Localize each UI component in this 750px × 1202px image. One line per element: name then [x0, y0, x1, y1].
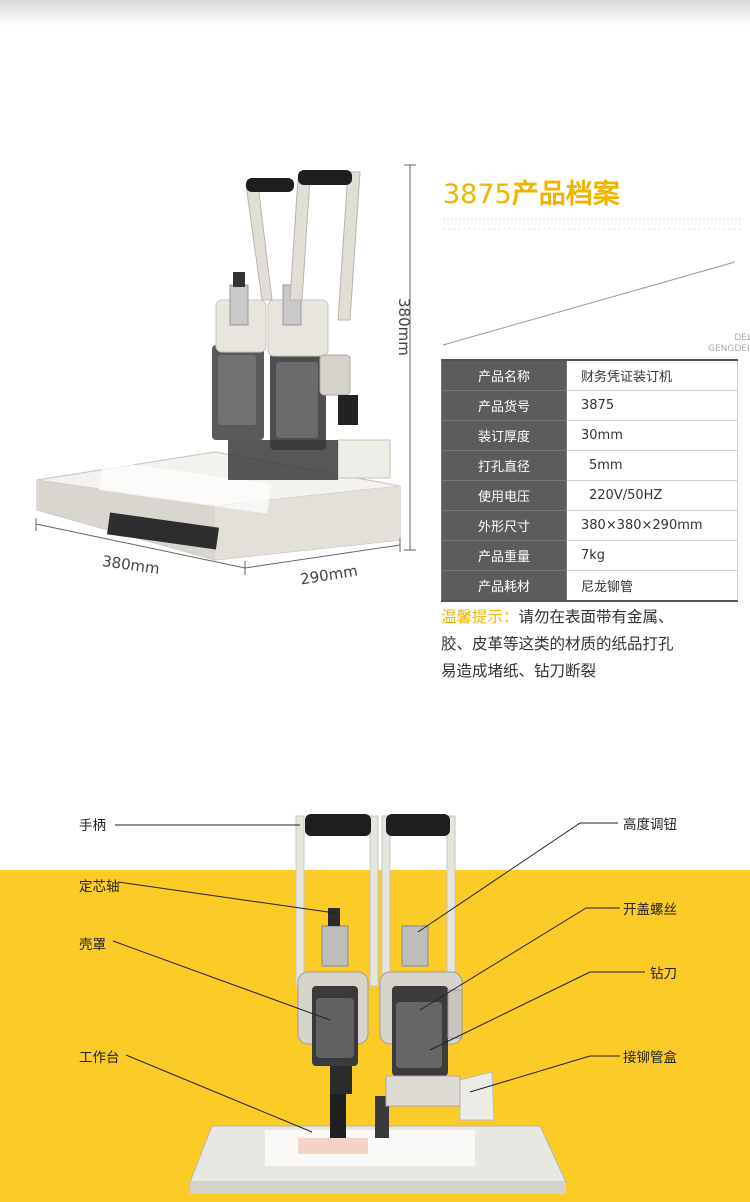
title-text: 产品档案	[511, 179, 620, 210]
spec-key: 外形尺寸	[441, 510, 567, 541]
spec-row: 产品耗材 尼龙铆管	[441, 570, 738, 602]
spec-row: 使用电压 220V/50HZ	[441, 480, 738, 511]
spec-value: 30mm	[566, 420, 738, 451]
tip-label: 温馨提示：	[441, 608, 519, 626]
parts-machine-illustration	[112, 814, 645, 1194]
callout-handle: 手柄	[79, 818, 106, 834]
product-profile-section: 380mm 380mm 290mm 3875产品档案 DELI GENGDELI…	[35, 164, 750, 685]
spec-row: 外形尺寸 380×380×290mm	[441, 510, 738, 541]
spec-key: 产品名称	[441, 359, 567, 391]
spec-row: 产品名称 财务凭证装订机	[441, 359, 738, 391]
tip-line-1: 请勿在表面带有金属、	[518, 608, 674, 626]
callout-worktable: 工作台	[79, 1050, 120, 1066]
spec-key: 打孔直径	[441, 450, 567, 481]
spec-table: 产品名称 财务凭证装订机 产品货号 3875 装订厚度 30mm 打孔直径 5m…	[441, 359, 738, 602]
spec-key: 产品货号	[441, 390, 567, 421]
title-decoration-lines	[443, 218, 743, 230]
callout-rivet-box: 接铆管盒	[623, 1050, 677, 1066]
spec-row: 产品货号 3875	[441, 390, 738, 421]
parts-diagram-section: 手柄 定芯轴 壳罩 工作台 高度调钮 开盖螺丝 钻刀 接铆管盒	[0, 790, 750, 1202]
spec-row: 装订厚度 30mm	[441, 420, 738, 451]
spec-row: 打孔直径 5mm	[441, 450, 738, 481]
brand-line-2: GENGDELI	[708, 344, 750, 354]
warm-tip: 温馨提示：请勿在表面带有金属、 胶、皮革等这类的材质的纸品打孔 易造成堵纸、钻刀…	[441, 604, 747, 685]
spec-key: 产品重量	[441, 540, 567, 571]
spec-value: 尼龙铆管	[566, 570, 738, 602]
spec-key: 装订厚度	[441, 420, 567, 451]
profile-title: 3875产品档案	[443, 172, 620, 211]
callout-drill: 钻刀	[650, 966, 677, 982]
callout-core-shaft: 定芯轴	[79, 879, 120, 895]
top-shadow	[0, 0, 750, 26]
spec-row: 产品重量 7kg	[441, 540, 738, 571]
spec-value: 5mm	[566, 450, 738, 481]
spec-key: 使用电压	[441, 480, 567, 511]
spec-value: 380×380×290mm	[566, 510, 738, 541]
brand-english: DELI GENGDELI	[708, 333, 750, 355]
spec-value: 财务凭证装订机	[566, 359, 738, 391]
callout-cover-screw: 开盖螺丝	[623, 902, 677, 918]
title-number: 3875	[443, 179, 512, 210]
dimension-height-label: 380mm	[395, 298, 413, 356]
spec-value: 220V/50HZ	[566, 480, 738, 511]
tip-line-2: 胶、皮革等这类的材质的纸品打孔	[441, 635, 674, 653]
callout-height-knob: 高度调钮	[623, 817, 677, 833]
machine-illustration	[35, 164, 736, 575]
callout-housing: 壳罩	[79, 937, 106, 953]
brand-line-1: DELI	[734, 333, 750, 343]
tip-line-3: 易造成堵纸、钻刀断裂	[441, 662, 597, 680]
spec-value: 3875	[566, 390, 738, 421]
spec-key: 产品耗材	[441, 570, 567, 602]
spec-value: 7kg	[566, 540, 738, 571]
